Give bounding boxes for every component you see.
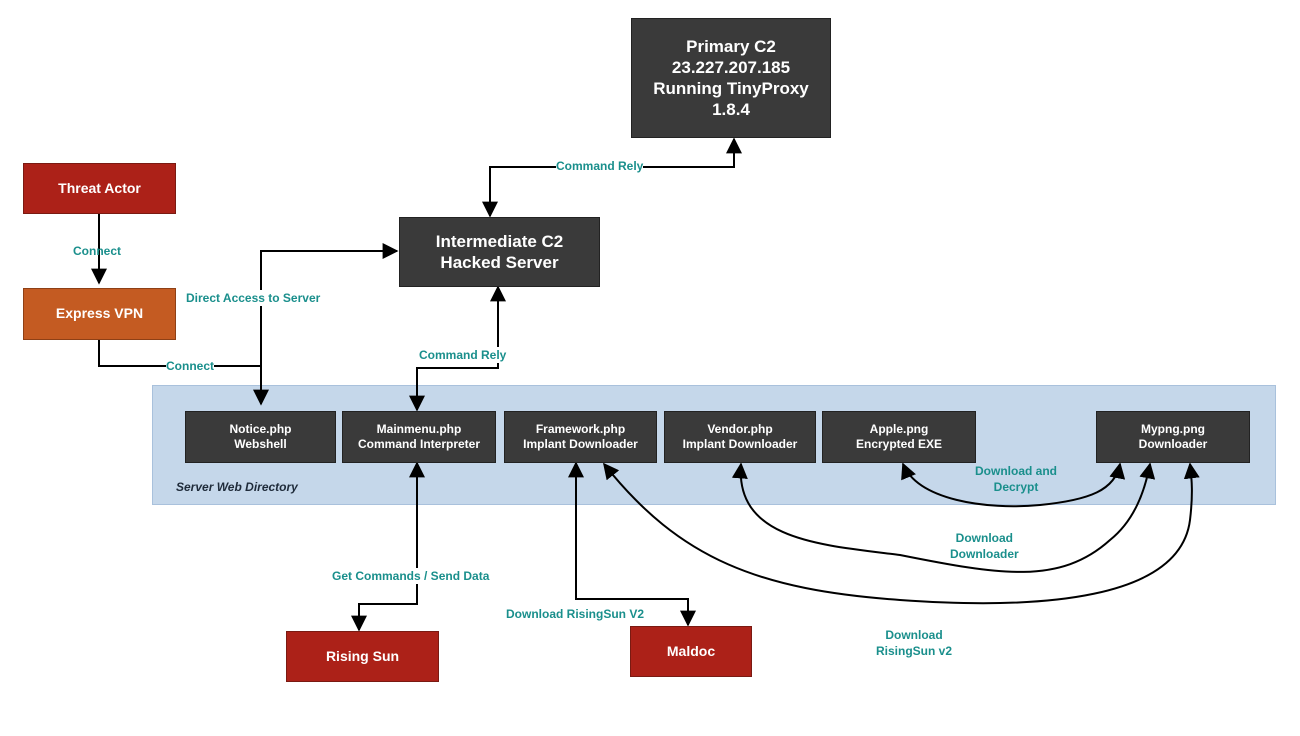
- edge-label-get-commands: Get Commands / Send Data: [332, 568, 490, 585]
- notice-php-node: Notice.php Webshell: [185, 411, 336, 463]
- rising-sun-node: Rising Sun: [286, 631, 439, 682]
- edge-label-connect-server: Connect: [166, 358, 214, 375]
- apple-png-node: Apple.png Encrypted EXE: [822, 411, 976, 463]
- edge-intermediate-to-primary: [482, 137, 742, 218]
- edge-vendor-to-mypng: [731, 462, 1156, 573]
- edge-framework-to-mypng: [603, 462, 1200, 605]
- mainmenu-php-node: Mainmenu.php Command Interpreter: [342, 411, 496, 463]
- edge-framework-to-maldoc: [568, 461, 696, 627]
- edge-label-download-risingsun-v2: Download RisingSun V2: [506, 606, 645, 623]
- edge-label-command-rely-mid: Command Rely: [419, 347, 507, 364]
- threat-actor-node: Threat Actor: [23, 163, 176, 214]
- maldoc-node: Maldoc: [630, 626, 752, 677]
- edge-apple-to-mypng: [901, 462, 1126, 508]
- edge-label-download-risingsun-v2-lower: Download RisingSun v2: [876, 628, 953, 659]
- edge-label-command-rely-top: Command Rely: [556, 158, 644, 175]
- framework-php-node: Framework.php Implant Downloader: [504, 411, 657, 463]
- primary-c2-node: Primary C2 23.227.207.185 Running TinyPr…: [631, 18, 831, 138]
- edge-risingsun-to-mainmenu: [351, 461, 425, 632]
- mypng-png-node: Mypng.png Downloader: [1096, 411, 1250, 463]
- edge-label-direct-access: Direct Access to Server: [186, 290, 321, 307]
- edge-label-connect-vpn: Connect: [73, 244, 121, 258]
- edge-label-download-downloader: Download Downloader: [950, 531, 1019, 562]
- edge-direct-access: [260, 243, 399, 404]
- express-vpn-node: Express VPN: [23, 288, 176, 340]
- server-web-directory-label: Server Web Directory: [176, 480, 298, 494]
- intermediate-c2-node: Intermediate C2 Hacked Server: [399, 217, 600, 287]
- edge-mainmenu-to-intermediate: [409, 285, 506, 412]
- edge-label-download-decrypt: Download and Decrypt: [975, 464, 1057, 495]
- vendor-php-node: Vendor.php Implant Downloader: [664, 411, 816, 463]
